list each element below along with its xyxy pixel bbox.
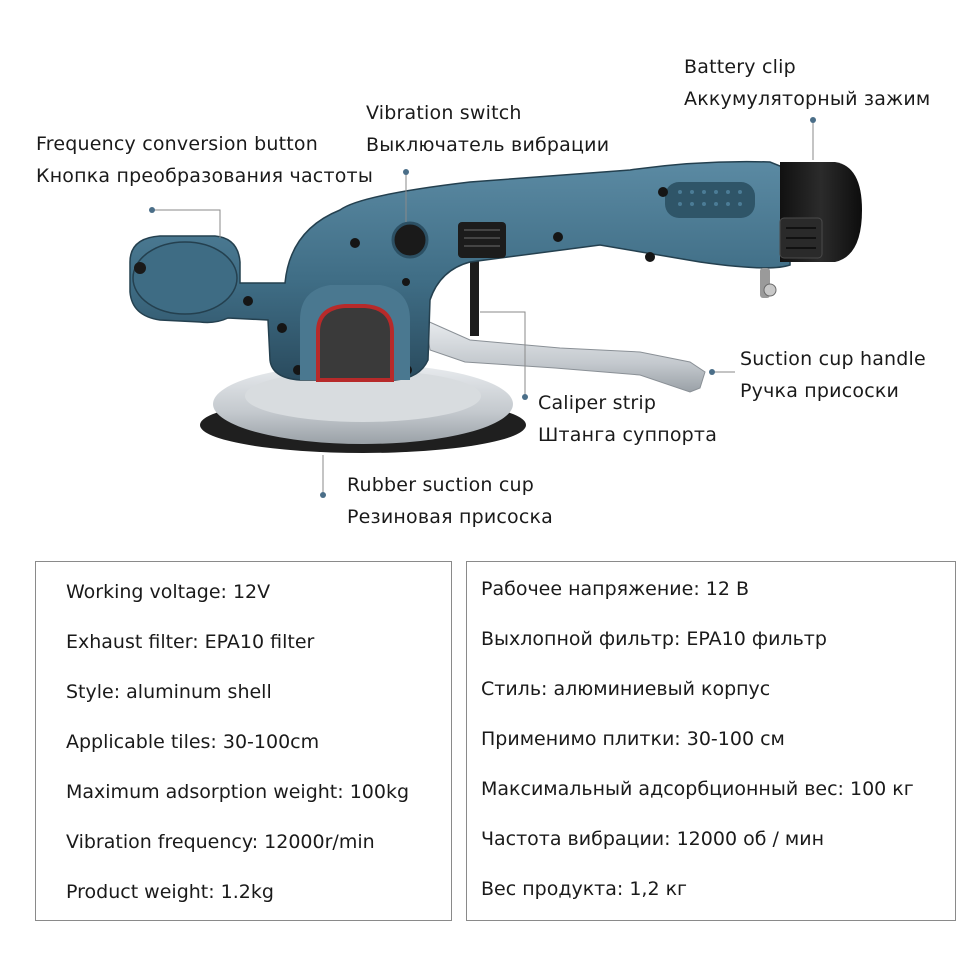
vibration-switch[interactable]: [391, 221, 429, 259]
battery-clip-label-ru: Аккумуляторный зажим: [684, 88, 931, 110]
battery-clip-label: Battery clip Аккумуляторный зажим: [684, 51, 930, 115]
rubber-suction-cup-label: Rubber suction cup Резиновая присоска: [347, 469, 553, 533]
spec-item: Style: aluminum shell: [66, 681, 272, 703]
suction-cup-handle-label: Suction cup handle Ручка присоски: [740, 343, 926, 407]
spec-item: Exhaust filter: EPA10 filter: [66, 631, 315, 653]
spec-item: Применимо плитки: 30-100 см: [481, 728, 785, 750]
specs-english-list: Working voltage: 12V Exhaust filter: EPA…: [36, 562, 451, 917]
spec-item: Вес продукта: 1,2 кг: [481, 878, 688, 900]
spec-item: Applicable tiles: 30-100cm: [66, 731, 320, 753]
caliper-strip-label-en: Caliper strip: [538, 392, 657, 414]
suction-cup-handle-label-ru: Ручка присоски: [740, 380, 900, 402]
spec-item: Рабочее напряжение: 12 В: [481, 578, 750, 600]
leader-lines: [152, 120, 814, 495]
battery-clip[interactable]: [760, 268, 777, 298]
spec-item: Vibration frequency: 12000r/min: [66, 831, 375, 853]
rubber-suction-cup-label-en: Rubber suction cup: [347, 474, 535, 496]
spec-item: Product weight: 1.2kg: [66, 881, 274, 903]
specs-english-box: Working voltage: 12V Exhaust filter: EPA…: [35, 561, 452, 921]
leader-dots: [149, 117, 816, 498]
product-diagram: [129, 117, 862, 498]
vibration-switch-label: Vibration switch Выключатель вибрации: [366, 97, 609, 161]
spec-item: Maximum adsorption weight: 100kg: [66, 781, 410, 803]
tool-body: [129, 160, 791, 382]
caliper-strip-label: Caliper strip Штанга суппорта: [538, 387, 717, 451]
specs-russian-box: Рабочее напряжение: 12 В Выхлопной фильт…: [466, 561, 956, 921]
battery-pack: [779, 162, 862, 262]
vibration-switch-label-en: Vibration switch: [366, 102, 522, 124]
vibration-switch-label-ru: Выключатель вибрации: [366, 134, 610, 156]
frequency-button-label: Frequency conversion button Кнопка преоб…: [36, 128, 373, 192]
frequency-button-label-en: Frequency conversion button: [36, 133, 319, 155]
specs-russian-list: Рабочее напряжение: 12 В Выхлопной фильт…: [467, 562, 955, 914]
frequency-button-label-ru: Кнопка преобразования частоты: [36, 165, 374, 187]
caliper-strip: [470, 258, 479, 336]
caliper-strip-label-ru: Штанга суппорта: [538, 424, 718, 446]
battery-clip-label-en: Battery clip: [684, 56, 796, 78]
rubber-suction-cup: [200, 364, 526, 453]
spec-item: Частота вибрации: 12000 об / мин: [481, 828, 825, 850]
spec-item: Максимальный адсорбционный вес: 100 кг: [481, 778, 914, 800]
suction-cup-handle-label-en: Suction cup handle: [740, 348, 926, 370]
suction-cup-handle[interactable]: [424, 319, 706, 393]
rubber-suction-cup-label-ru: Резиновая присоска: [347, 506, 554, 528]
spec-item: Стиль: алюминиевый корпус: [481, 678, 771, 700]
spec-item: Working voltage: 12V: [66, 581, 271, 603]
spec-item: Выхлопной фильтр: EPA10 фильтр: [481, 628, 827, 650]
